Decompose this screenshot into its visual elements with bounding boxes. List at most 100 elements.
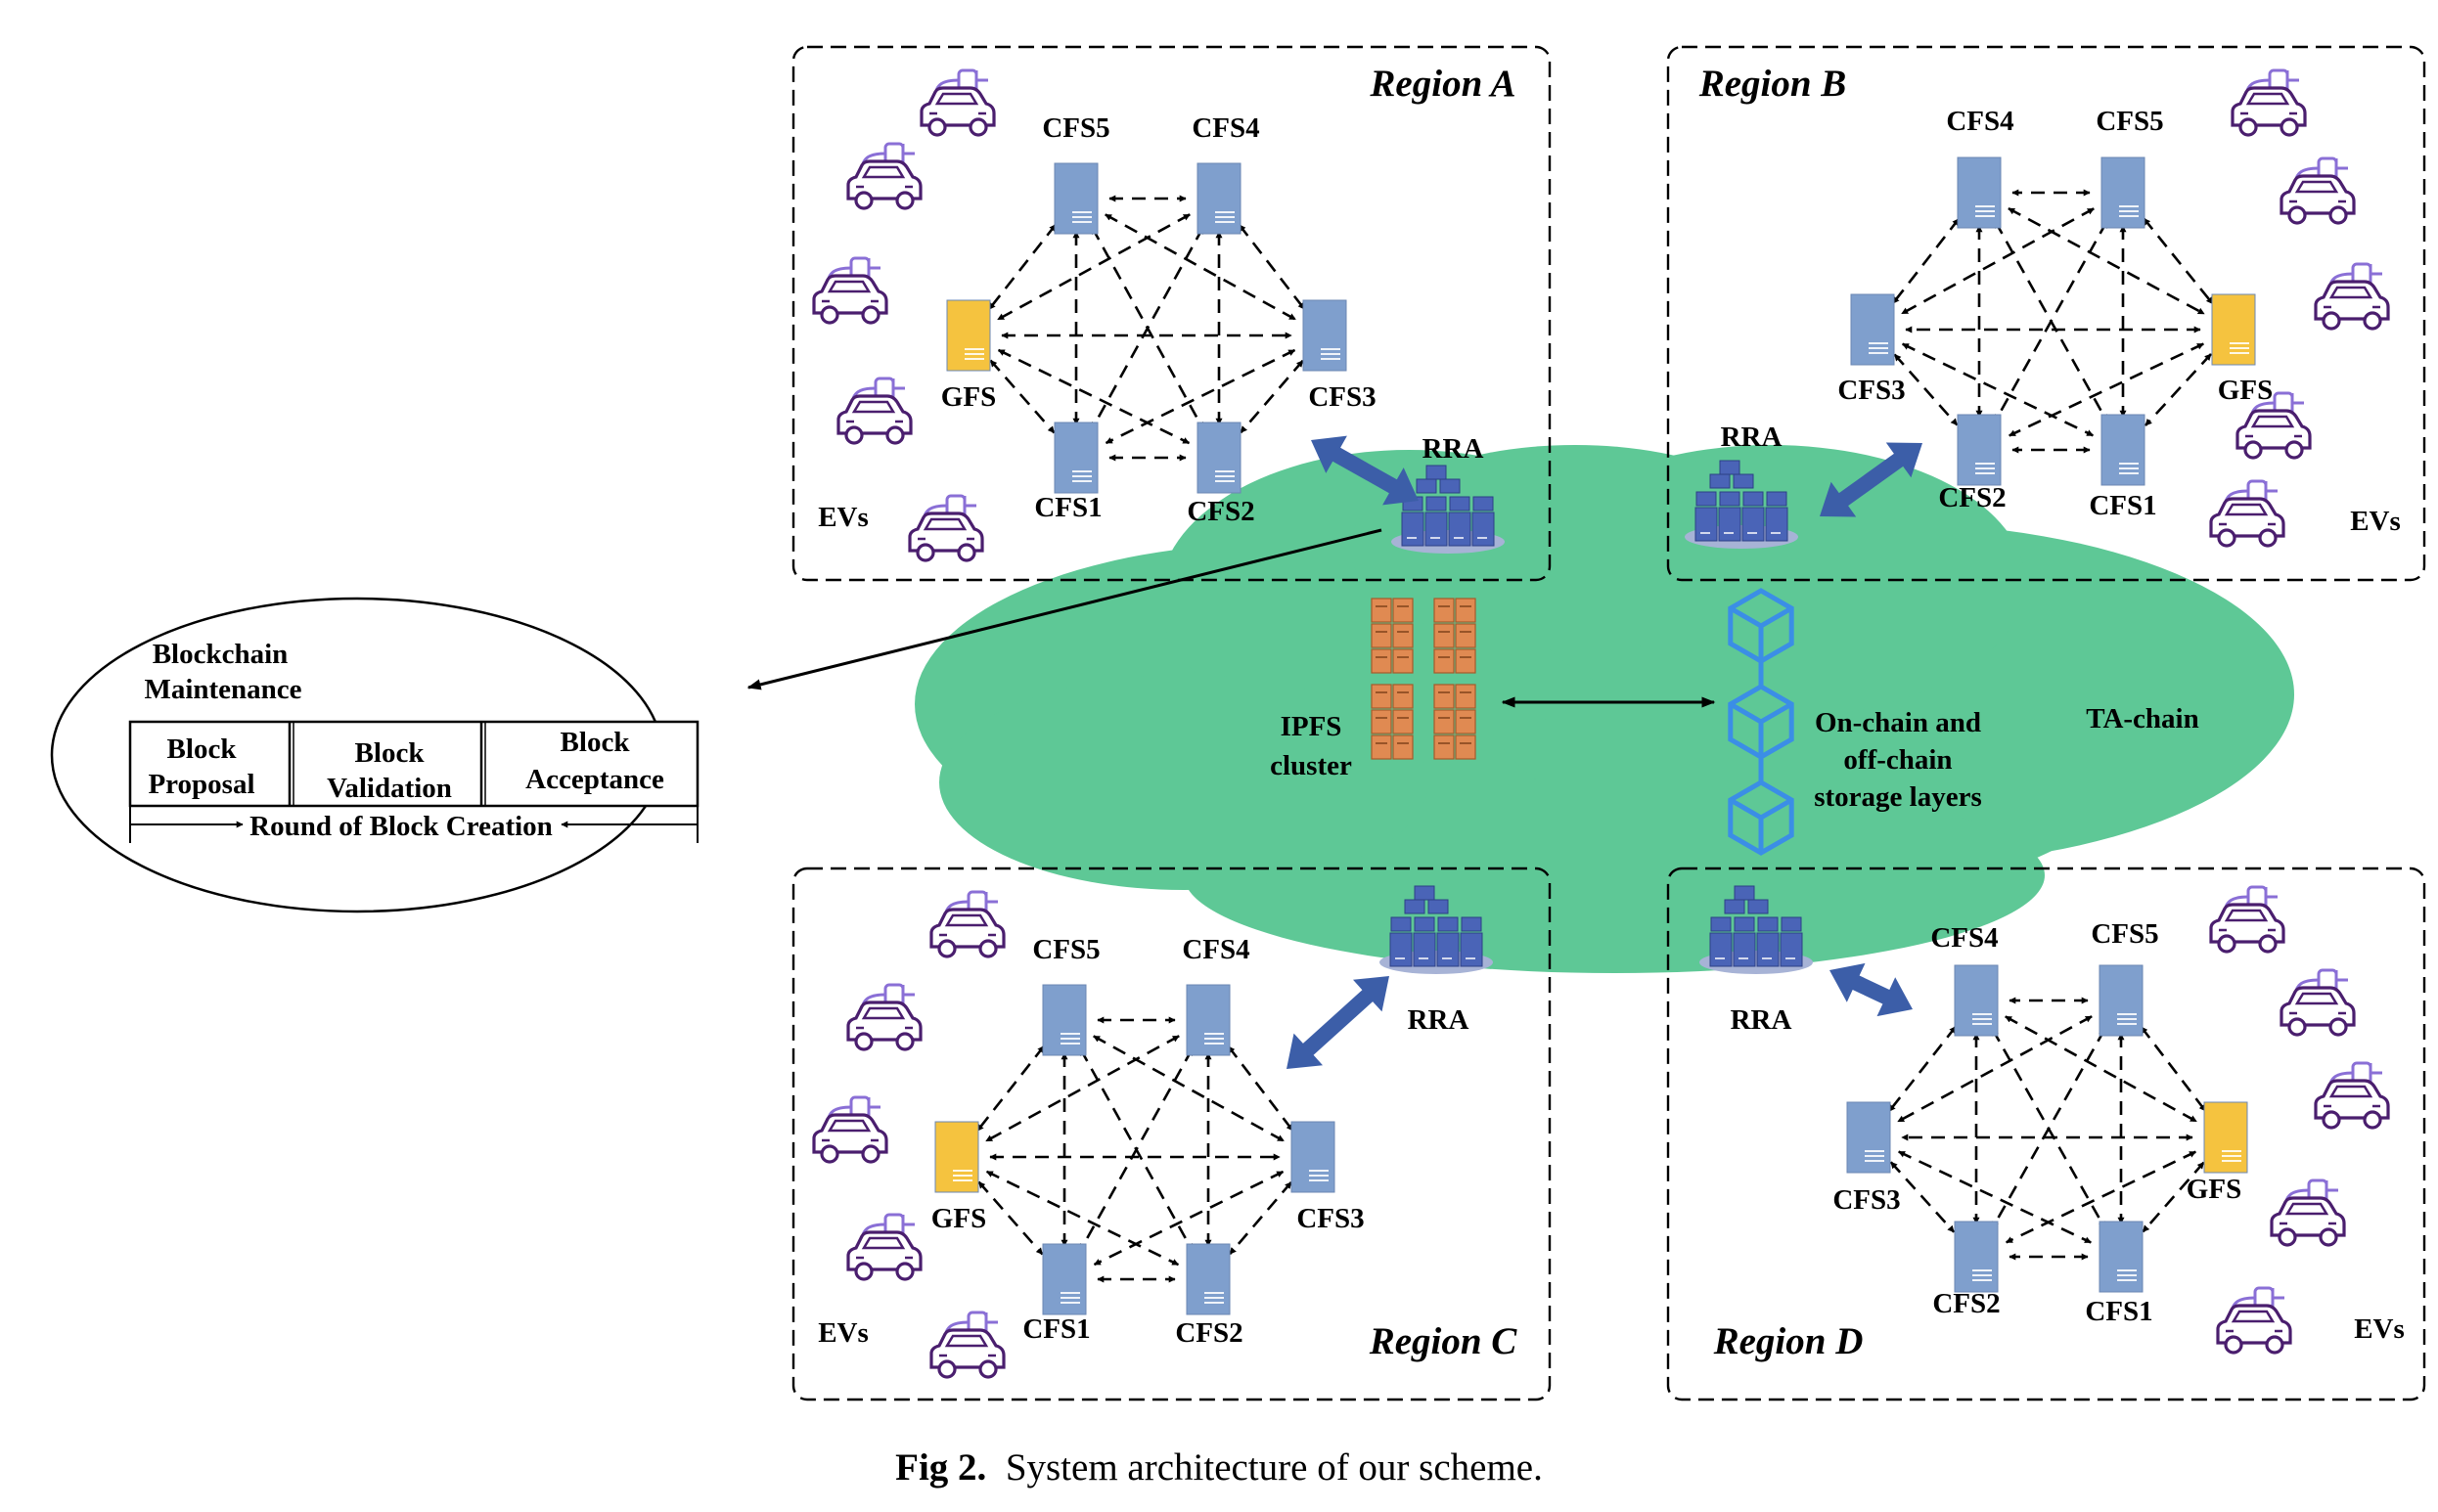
- peer-link-arrow: [997, 213, 1191, 321]
- region-c-ev-car-icon: [929, 1311, 1006, 1379]
- region-a-peer-links: [987, 195, 1306, 462]
- phase-proposal-line1: Block: [167, 734, 238, 765]
- phase-validation-line1: Block: [355, 737, 426, 769]
- region-c-cfs2-server: [1186, 1243, 1231, 1315]
- rra-to-maintenance-arrow: [746, 528, 1382, 690]
- region-d-ev-car-icon: [2280, 968, 2356, 1037]
- block-phases-table: [128, 720, 700, 808]
- blockchain-maintenance-panel: Blockchain Maintenance Block Proposal Bl…: [50, 528, 1382, 913]
- region-c-cfs5-server: [1042, 984, 1087, 1056]
- peer-link-arrow: [1240, 359, 1304, 434]
- caption-label: Fig 2.: [895, 1446, 987, 1489]
- figure-caption: Fig 2. System architecture of our scheme…: [0, 1445, 2438, 1490]
- region-c-cfs4-label: CFS4: [1182, 934, 1249, 965]
- peer-link-arrow: [1891, 218, 1961, 304]
- ipfs-storage-node-icon: [1433, 684, 1476, 760]
- region-d-cfs1-label: CFS1: [2085, 1296, 2152, 1327]
- peer-link-arrow: [1227, 1045, 1294, 1132]
- region-a-cfs4-label: CFS4: [1192, 112, 1259, 144]
- region-b-ev-car-icon: [2231, 68, 2307, 137]
- region-d-rra-label: RRA: [1731, 1004, 1792, 1036]
- region-c-rra-link-arrow: [1287, 976, 1389, 1069]
- ipfs-label-line1: IPFS: [1281, 711, 1342, 742]
- ipfs-storage-node-icon: [1371, 598, 1414, 674]
- region-b-cfs2-server: [1957, 414, 2002, 486]
- region-d-gfs-server: [2203, 1101, 2248, 1174]
- region-a-cfs4-server: [1196, 162, 1242, 235]
- region-d-cfs5-server: [2099, 964, 2144, 1037]
- region-d-cfs3-label: CFS3: [1832, 1184, 1900, 1216]
- ipfs-cluster: [1371, 598, 1476, 760]
- region-a-evs-label: EVs: [818, 502, 869, 533]
- maintenance-title-line2: Maintenance: [144, 674, 301, 705]
- region-d-ev-car-icon: [2209, 885, 2285, 954]
- region-d-cfs2-server: [1954, 1221, 1999, 1293]
- region-a-gfs-label: GFS: [941, 381, 996, 413]
- peer-link-arrow: [997, 348, 1191, 445]
- region-d-title: Region D: [1713, 1320, 1864, 1362]
- region-b-gfs-server: [2211, 293, 2256, 366]
- region-a-ev-car-icon: [846, 142, 923, 210]
- round-of-block-creation-label: Round of Block Creation: [249, 811, 553, 842]
- region-c-ev-car-icon: [812, 1095, 888, 1164]
- peer-link-arrow: [1887, 1025, 1958, 1113]
- region-a-cfs5-server: [1054, 162, 1099, 235]
- region-b-cfs4-server: [1957, 156, 2002, 229]
- region-a-title: Region A: [1369, 63, 1515, 105]
- peer-link-arrow: [2006, 1150, 2196, 1244]
- region-b-cfs5-server: [2100, 156, 2145, 229]
- peer-link-arrow: [1889, 1161, 1956, 1233]
- region-d-ev-car-icon: [2314, 1061, 2390, 1130]
- region-d-cfs4-label: CFS4: [1930, 922, 1998, 954]
- maintenance-title-line1: Blockchain: [153, 639, 289, 670]
- region-b-boundary: [1666, 45, 2426, 582]
- region-d-rra-server-cluster: [1699, 885, 1813, 974]
- ipfs-storage-node-icon: [1371, 684, 1414, 760]
- region-a-ev-car-icon: [908, 494, 984, 562]
- region-c-rra-server-cluster: [1379, 885, 1493, 974]
- phase-proposal-line2: Proposal: [148, 769, 254, 800]
- phase-validation-line2: Validation: [327, 773, 452, 804]
- phase-acceptance-line2: Acceptance: [525, 764, 664, 795]
- storage-label-line2: off-chain: [1843, 744, 1952, 776]
- region-c-peer-links: [975, 1016, 1294, 1283]
- region-d-cfs2-label: CFS2: [1932, 1288, 2000, 1319]
- region-b-ev-car-icon: [2209, 479, 2285, 548]
- region-d-evs-label: EVs: [2354, 1313, 2405, 1345]
- region-d-gfs-label: GFS: [2187, 1174, 2241, 1205]
- region-a-rra-label: RRA: [1422, 433, 1484, 465]
- region-c-ev-car-icon: [846, 983, 923, 1051]
- region-c-ev-car-icon: [846, 1213, 923, 1281]
- region-b-cfs1-label: CFS1: [2089, 490, 2156, 521]
- region-c-cfs3-server: [1290, 1121, 1335, 1193]
- region-a-cfs1-server: [1054, 422, 1099, 494]
- chain-block-cube-icon: [1728, 779, 1794, 856]
- region-d-rra-link-arrow: [1829, 962, 1913, 1017]
- storage-label-line1: On-chain and: [1815, 707, 1981, 738]
- ipfs-label-line2: cluster: [1270, 750, 1352, 781]
- region-d-boundary: [1666, 867, 2426, 1401]
- region-b-evs-label: EVs: [2350, 506, 2401, 537]
- region-b-title: Region B: [1698, 63, 1847, 105]
- region-a-cfs3-label: CFS3: [1308, 381, 1376, 413]
- region-d-cfs3-server: [1846, 1101, 1891, 1174]
- region-a-ev-car-icon: [812, 256, 888, 325]
- region-a-cfs3-server: [1302, 299, 1347, 372]
- region-a-rra-server-cluster: [1391, 465, 1505, 554]
- region-a-boundary: [791, 45, 1552, 582]
- region-c-cfs2-label: CFS2: [1175, 1317, 1242, 1349]
- region-b-rra-server-cluster: [1685, 460, 1798, 549]
- region-b-gfs-label: GFS: [2218, 375, 2273, 406]
- region-a-cfs2-server: [1196, 422, 1242, 494]
- region-d-ev-car-icon: [2216, 1286, 2292, 1355]
- region-b-ev-car-icon: [2314, 262, 2390, 331]
- region-c-cfs5-label: CFS5: [1032, 934, 1100, 965]
- region-b-ev-car-icon: [2280, 156, 2356, 225]
- region-d-cfs4-server: [1954, 964, 1999, 1037]
- region-b-rra-label: RRA: [1721, 422, 1783, 453]
- region-c-boundary: [791, 867, 1552, 1401]
- region-b-cfs3-label: CFS3: [1837, 375, 1905, 406]
